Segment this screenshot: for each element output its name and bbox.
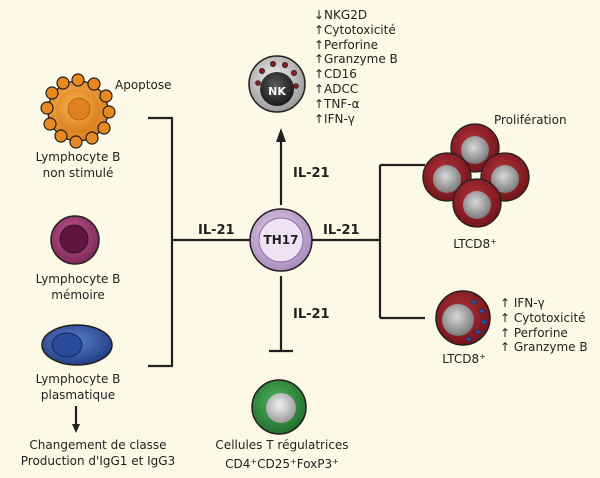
cd8-cluster-cell bbox=[452, 178, 502, 228]
nk-effect: ↑IFN-γ bbox=[314, 111, 355, 126]
il21-up-label: IL-21 bbox=[293, 166, 330, 181]
nk-effect: ↑ADCC bbox=[314, 81, 359, 96]
cd8-effect: ↑ Perforine bbox=[500, 325, 568, 340]
il21-right-label: IL-21 bbox=[323, 223, 360, 238]
il21-down-label: IL-21 bbox=[293, 307, 330, 322]
b-cell-memory bbox=[50, 215, 100, 265]
treg-label-2: CD4+CD25+FoxP3+ bbox=[225, 457, 339, 471]
b-memory-label-1: Lymphocyte B bbox=[35, 272, 121, 286]
nk-effect: ↓NKG2D bbox=[314, 8, 368, 22]
b-unstimulated-label-2: non stimulé bbox=[42, 166, 114, 180]
b-cell-plasma bbox=[41, 324, 113, 366]
b-unstimulated-label-1: Lymphocyte B bbox=[35, 150, 121, 164]
proliferation-label: Prolifération bbox=[494, 113, 567, 127]
nk-effect: ↑CD16 bbox=[314, 67, 357, 82]
nk-effect: ↑TNF-α bbox=[314, 96, 360, 111]
cd8-activated-cell bbox=[435, 290, 491, 346]
nk-effects-list: ↓NKG2D ↑Cytotoxicité ↑Perforine ↑Granzym… bbox=[314, 8, 398, 126]
nk-effect: ↑Granzyme B bbox=[314, 52, 398, 67]
cd8-proliferating-cluster bbox=[422, 123, 530, 228]
treg-label-1: Cellules T régulatrices bbox=[215, 438, 349, 452]
cd8-cluster-cell bbox=[422, 152, 472, 202]
treg-cell bbox=[251, 379, 307, 435]
nk-effect: ↑Perforine bbox=[314, 37, 379, 52]
nk-label: NK bbox=[268, 85, 286, 98]
th17-cell bbox=[249, 208, 313, 272]
igg-production-label: Production d'IgG1 et IgG3 bbox=[20, 454, 176, 468]
b-memory-label-2: mémoire bbox=[51, 288, 105, 302]
connectors bbox=[74, 116, 425, 428]
cd8-effect: ↑ Granzyme B bbox=[500, 340, 588, 355]
b-plasma-label-2: plasmatique bbox=[40, 388, 116, 402]
class-switch-label: Changement de classe bbox=[29, 438, 167, 452]
nk-effect: ↑Cytotoxicité bbox=[314, 22, 396, 37]
cd8-effects-list: ↑ IFN-γ ↑ Cytotoxicité ↑ Perforine ↑ Gra… bbox=[500, 296, 588, 355]
ltcd8-bottom-label: LTCD8+ bbox=[442, 352, 486, 366]
b-cell-unstimulated bbox=[40, 73, 116, 149]
cd8-effect: ↑ IFN-γ bbox=[500, 296, 545, 310]
cd8-effect: ↑ Cytotoxicité bbox=[500, 310, 586, 325]
il21-left-label: IL-21 bbox=[198, 223, 235, 238]
up-arrow-head bbox=[276, 128, 286, 142]
plasma-arrow-head bbox=[72, 424, 80, 433]
th17-label: TH17 bbox=[263, 233, 299, 247]
b-plasma-label-1: Lymphocyte B bbox=[35, 372, 121, 386]
ltcd8-top-label: LTCD8+ bbox=[453, 237, 497, 251]
apoptosis-label: Apoptose bbox=[115, 78, 172, 92]
nk-cell bbox=[248, 55, 306, 113]
